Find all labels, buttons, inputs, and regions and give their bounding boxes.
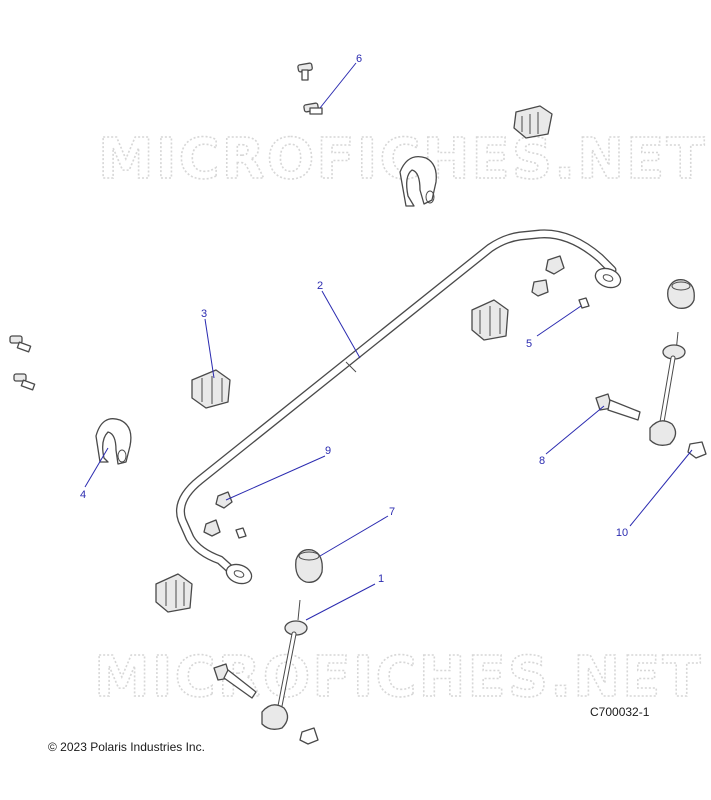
screw-6b	[303, 102, 323, 115]
link-right	[649, 331, 686, 446]
link-1	[261, 599, 308, 730]
clamp-top-right	[399, 155, 437, 207]
callout-1: 1	[378, 573, 384, 585]
callout-8: 8	[539, 455, 545, 467]
callout-7: 7	[389, 506, 395, 518]
callout-2: 2	[317, 280, 323, 292]
callout-3: 3	[201, 308, 207, 320]
bolt-8	[595, 393, 641, 421]
screw-5	[578, 297, 590, 309]
nut-10	[687, 441, 707, 459]
bushing-mid-right	[471, 299, 509, 341]
bushing-right-top	[667, 279, 695, 309]
callout-5: 5	[526, 338, 532, 350]
callout-9: 9	[325, 445, 331, 457]
bolt-left-bottom	[213, 663, 257, 699]
bushing-left-bottom	[155, 573, 193, 613]
nut-right-lower	[531, 279, 549, 297]
nut-9	[215, 491, 233, 509]
watermark-bottom: MICROFICHES.NET	[94, 645, 703, 710]
callout-6: 6	[356, 53, 362, 65]
screw-6a	[297, 62, 313, 81]
drawing-id: C700032-1	[590, 705, 650, 719]
leader-lines	[84, 62, 693, 621]
callout-10: 10	[616, 527, 628, 539]
screw-left-upper	[9, 335, 32, 353]
bushing-3	[191, 369, 231, 409]
nut-left-bottom	[299, 727, 319, 745]
callout-4: 4	[80, 489, 86, 501]
copyright: © 2023 Polaris Industries Inc.	[48, 740, 205, 754]
bushing-7	[295, 549, 323, 583]
bushing-top-right	[513, 105, 553, 139]
stabilizer-bar	[176, 229, 622, 585]
clamp-4	[95, 418, 132, 465]
nut-left-mid	[203, 519, 221, 537]
screw-left-lower	[13, 373, 36, 391]
nut-right-upper	[545, 255, 565, 275]
screw-left-mid	[235, 527, 247, 539]
